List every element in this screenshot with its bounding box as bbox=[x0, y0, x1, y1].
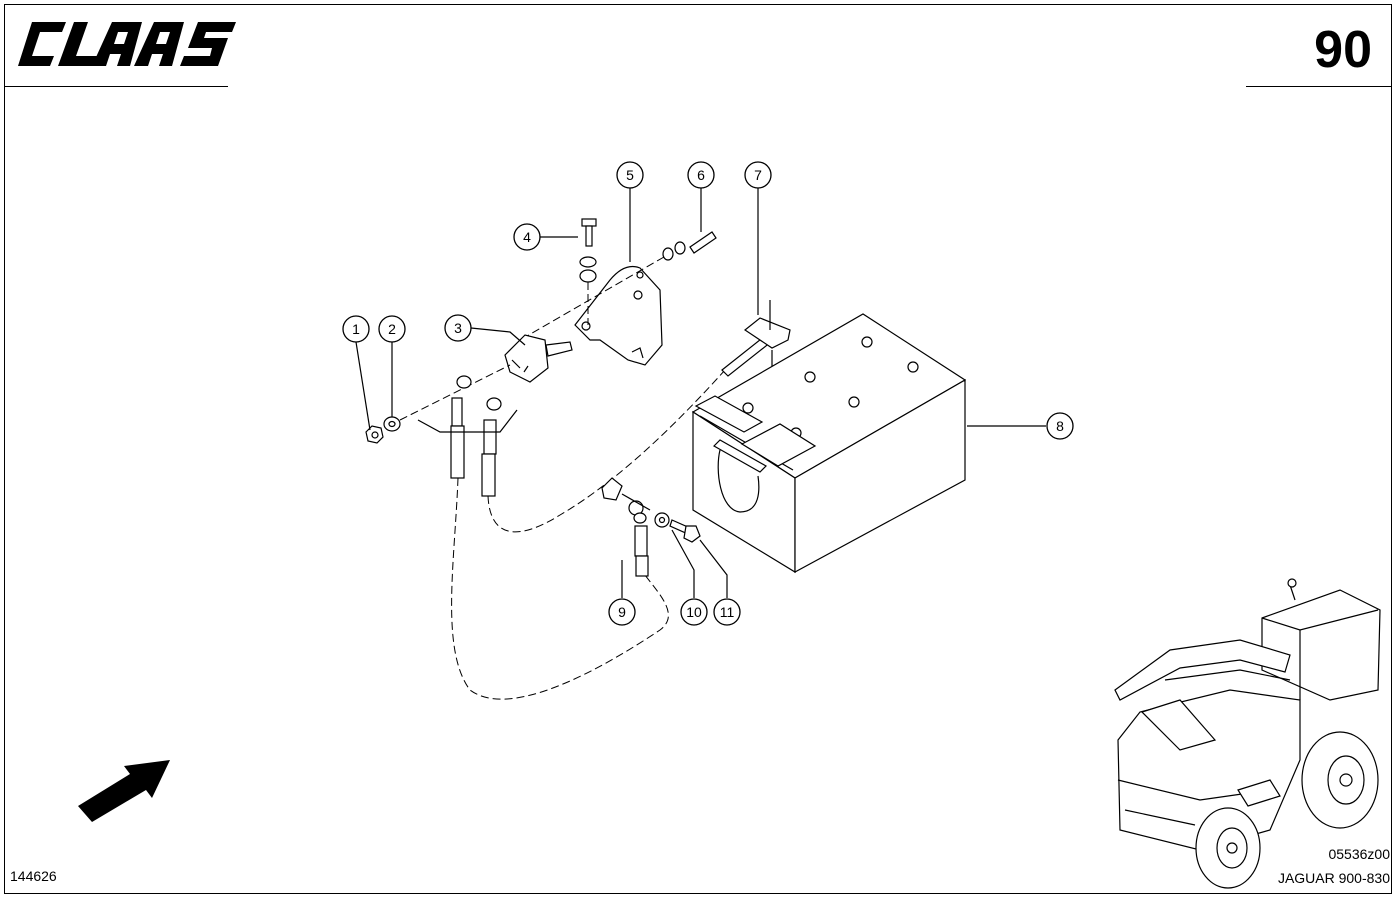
page-number: 90 bbox=[1314, 21, 1372, 79]
forage-harvester-icon bbox=[1114, 578, 1381, 889]
svg-text:2: 2 bbox=[388, 321, 396, 337]
svg-text:4: 4 bbox=[523, 229, 531, 245]
callout-10: 10 bbox=[680, 598, 708, 626]
claas-logo bbox=[18, 22, 236, 66]
callout-4: 4 bbox=[513, 223, 541, 251]
ground-bolt-11 bbox=[669, 519, 701, 543]
svg-text:11: 11 bbox=[720, 604, 735, 620]
cable-lug-left bbox=[450, 375, 472, 479]
page-frame bbox=[4, 4, 1392, 894]
part-number: 144626 bbox=[10, 868, 57, 884]
ground-cable-lug-9 bbox=[628, 500, 649, 577]
callout-7: 7 bbox=[744, 161, 772, 189]
nut-1 bbox=[365, 425, 384, 444]
svg-text:9: 9 bbox=[618, 604, 626, 620]
svg-text:1: 1 bbox=[352, 321, 360, 337]
battery-switch bbox=[504, 334, 573, 383]
bolt-6 bbox=[662, 231, 717, 261]
svg-text:5: 5 bbox=[626, 167, 634, 183]
washer-2 bbox=[383, 416, 401, 432]
callout-1: 1 bbox=[342, 315, 370, 343]
arrow-icon bbox=[78, 760, 170, 822]
callout-3: 3 bbox=[444, 314, 472, 342]
callout-9: 9 bbox=[608, 598, 636, 626]
cable-lug-right bbox=[481, 397, 502, 497]
mounting-bracket bbox=[574, 265, 663, 366]
callout-6: 6 bbox=[687, 161, 715, 189]
header-rule-right bbox=[1246, 86, 1392, 87]
bolt-4 bbox=[579, 218, 597, 283]
ground-stud bbox=[601, 477, 623, 501]
drawing-code: 05536z00 bbox=[1328, 846, 1390, 862]
model-label: JAGUAR 900-830 bbox=[1277, 870, 1390, 886]
callout-8: 8 bbox=[1046, 412, 1074, 440]
battery bbox=[691, 313, 967, 574]
svg-text:6: 6 bbox=[697, 167, 705, 183]
leader-lines bbox=[355, 188, 1046, 598]
header-rule-left bbox=[4, 86, 228, 87]
svg-text:3: 3 bbox=[454, 320, 462, 336]
callout-5: 5 bbox=[616, 161, 644, 189]
washer-10 bbox=[654, 512, 670, 528]
svg-text:8: 8 bbox=[1056, 418, 1064, 434]
callout-2: 2 bbox=[378, 315, 406, 343]
svg-text:10: 10 bbox=[686, 604, 702, 620]
callout-11: 11 bbox=[713, 598, 741, 626]
svg-text:7: 7 bbox=[754, 167, 762, 183]
